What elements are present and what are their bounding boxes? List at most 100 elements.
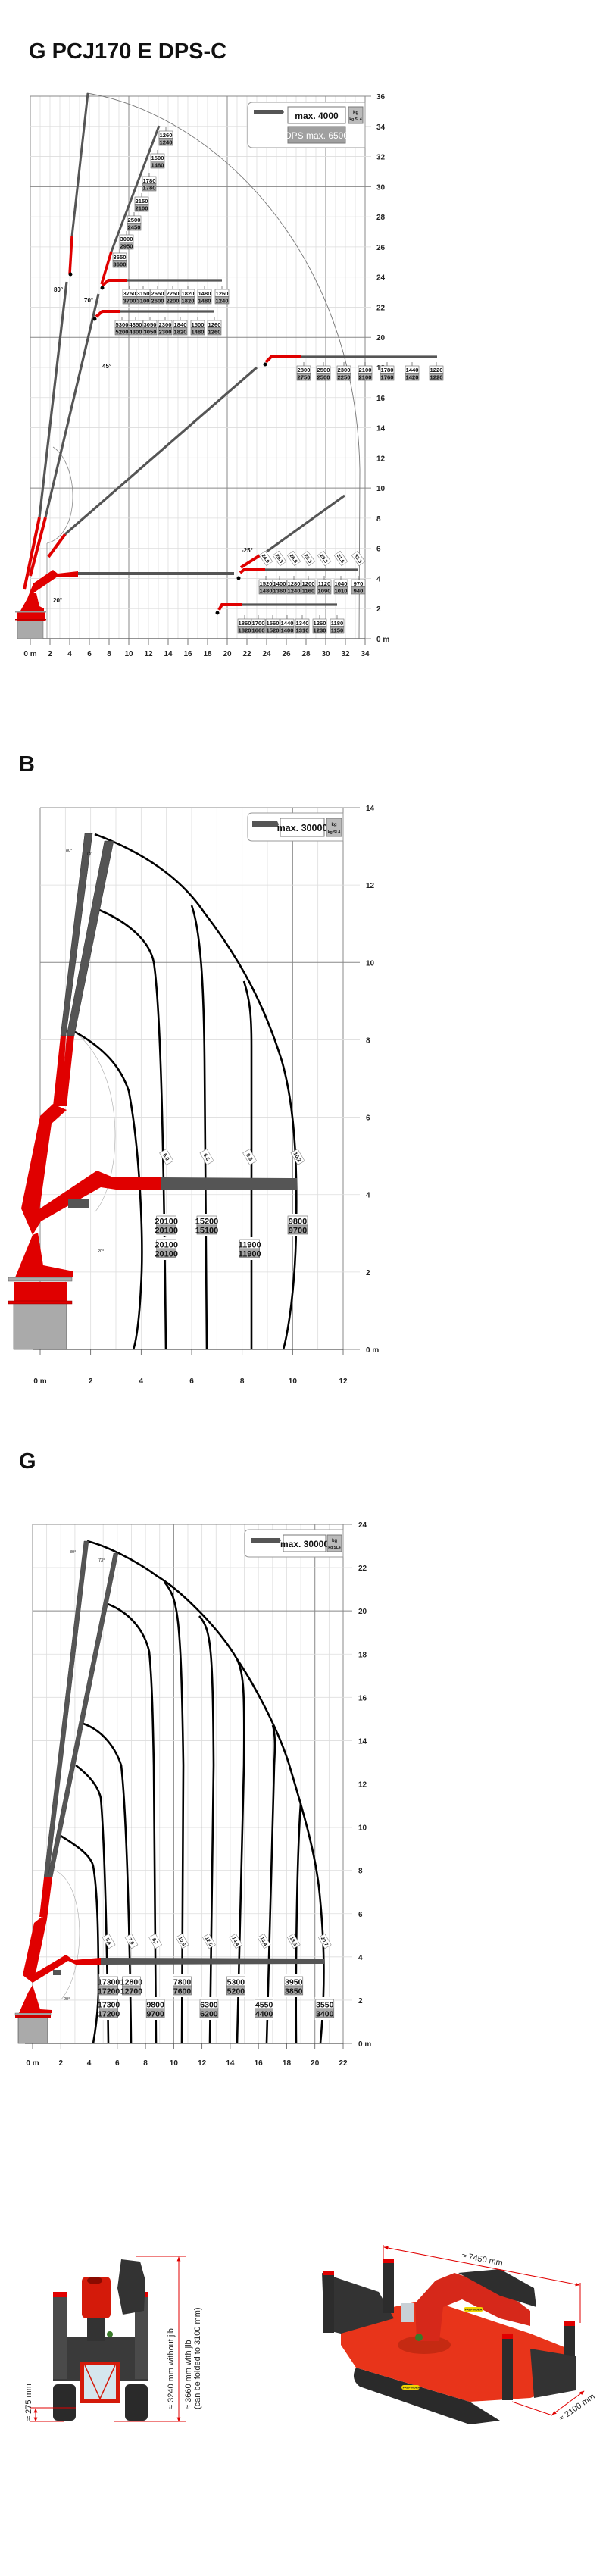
- logo-badge: [401, 2385, 420, 2390]
- load-value-sl4: 2300: [159, 328, 172, 335]
- y-tick-label: 2: [376, 605, 381, 614]
- load-value-sl4: 3700: [123, 297, 136, 304]
- y-tick-label: 36: [376, 93, 386, 102]
- y-tick-label: 2: [358, 1997, 363, 2005]
- load-value-standard: 2100: [359, 367, 372, 374]
- load-value-standard: 1260: [216, 290, 229, 297]
- svg-text:7,0: 7,0: [127, 1937, 135, 1946]
- logo-badge: [464, 2307, 483, 2312]
- y-tick-label: 28: [376, 214, 386, 222]
- y-tick-label: 20: [358, 1608, 367, 1616]
- y-tick-label: 12: [358, 1781, 367, 1790]
- knuckle-boom: [38, 1171, 161, 1221]
- boom-legend-icon: [254, 110, 284, 114]
- y-tick-label: 22: [376, 304, 386, 312]
- page-title: G PCJ170 E DPS-C: [29, 39, 226, 64]
- load-value-sl4: 5200: [227, 1987, 245, 1996]
- reach-label: 10,6: [175, 1933, 189, 1949]
- load-value-standard: 2800: [298, 367, 311, 374]
- y-tick-label: 20: [376, 334, 386, 342]
- load-value-sl4: 2500: [317, 374, 330, 380]
- load-value-sl4: 7600: [173, 1987, 192, 1996]
- load-value-sl4: 3850: [285, 1987, 303, 1996]
- reach-label: 26,8: [286, 550, 301, 567]
- x-tick-label: 8: [107, 650, 111, 658]
- x-tick-label: 8: [143, 2059, 148, 2068]
- load-value-sl4: 940: [354, 587, 364, 594]
- y-tick-label: 10: [376, 485, 386, 493]
- x-tick-label: 16: [183, 650, 192, 658]
- load-value-sl4: 1150: [331, 627, 343, 633]
- load-value-standard: 4550: [255, 2000, 273, 2009]
- legend-unit-kg: kg: [353, 111, 358, 115]
- reach-label: 5,0: [159, 1149, 174, 1165]
- y-tick-label: 6: [358, 1911, 363, 1919]
- logo-text: PALFINGER: [403, 2386, 420, 2390]
- svg-text:5,0: 5,0: [161, 1153, 170, 1162]
- x-tick-label: 4: [87, 2059, 92, 2068]
- load-value-sl4: 1660: [252, 627, 265, 633]
- knuckle-boom: [32, 1955, 101, 1983]
- x-tick-label: 4: [139, 1377, 144, 1386]
- angle-label-20: 20°: [98, 1249, 104, 1254]
- load-value-sl4: 3050: [144, 328, 157, 335]
- load-value-sl4: 1780: [143, 184, 156, 191]
- angle-label-20: 20°: [53, 597, 62, 604]
- y-tick-label: 0 m: [358, 2040, 371, 2049]
- x-tick-label: 4: [67, 650, 72, 658]
- svg-text:6,6: 6,6: [202, 1153, 211, 1162]
- load-value-sl4: 3600: [114, 261, 127, 267]
- legend-unit-kg-sl4: kg SL4: [349, 117, 362, 122]
- angle-label-80: 80°: [70, 1550, 76, 1555]
- load-value-standard: 7800: [173, 1977, 192, 1987]
- load-value-standard: 1860: [239, 620, 251, 627]
- x-tick-label: 10: [170, 2059, 179, 2068]
- x-tick-label: 6: [189, 1377, 194, 1386]
- load-labels: 1260124015001480178017802150210025002450…: [112, 127, 444, 633]
- reach-curve-8-7: [107, 1602, 158, 2044]
- load-value-sl4: 2750: [298, 374, 311, 380]
- dimension-line-length: [383, 2246, 580, 2287]
- y-tick-label: 14: [366, 805, 375, 813]
- reach-curve-6-6: [190, 905, 208, 1350]
- x-tick-label: 8: [240, 1377, 245, 1386]
- x-tick-label: 6: [87, 650, 92, 658]
- load-value-standard: 1220: [430, 367, 443, 374]
- load-value-standard: 2650: [152, 290, 164, 297]
- y-tick-label: 18: [358, 1651, 367, 1659]
- load-value-standard: 12800: [120, 1977, 142, 1987]
- x-tick-label: 28: [301, 650, 311, 658]
- load-value-standard: 2500: [128, 217, 141, 224]
- load-value-sl4: 17200: [98, 2009, 120, 2018]
- x-tick-label: 32: [341, 650, 350, 658]
- y-tick-label: 22: [358, 1565, 367, 1573]
- main-boom: [21, 1104, 67, 1235]
- load-value-sl4: 2250: [338, 374, 351, 380]
- load-value-sl4: 1240: [288, 587, 301, 594]
- load-value-standard: 9800: [289, 1217, 307, 1226]
- load-value-sl4: 1820: [239, 627, 251, 633]
- load-value-standard: 1780: [143, 177, 156, 184]
- load-value-sl4: 20100: [155, 1226, 178, 1235]
- load-value-sl4: 3100: [137, 297, 150, 304]
- jib-extension: [161, 1177, 297, 1190]
- load-value-standard: 1440: [281, 620, 294, 627]
- angle-label-70: 70°: [84, 297, 93, 304]
